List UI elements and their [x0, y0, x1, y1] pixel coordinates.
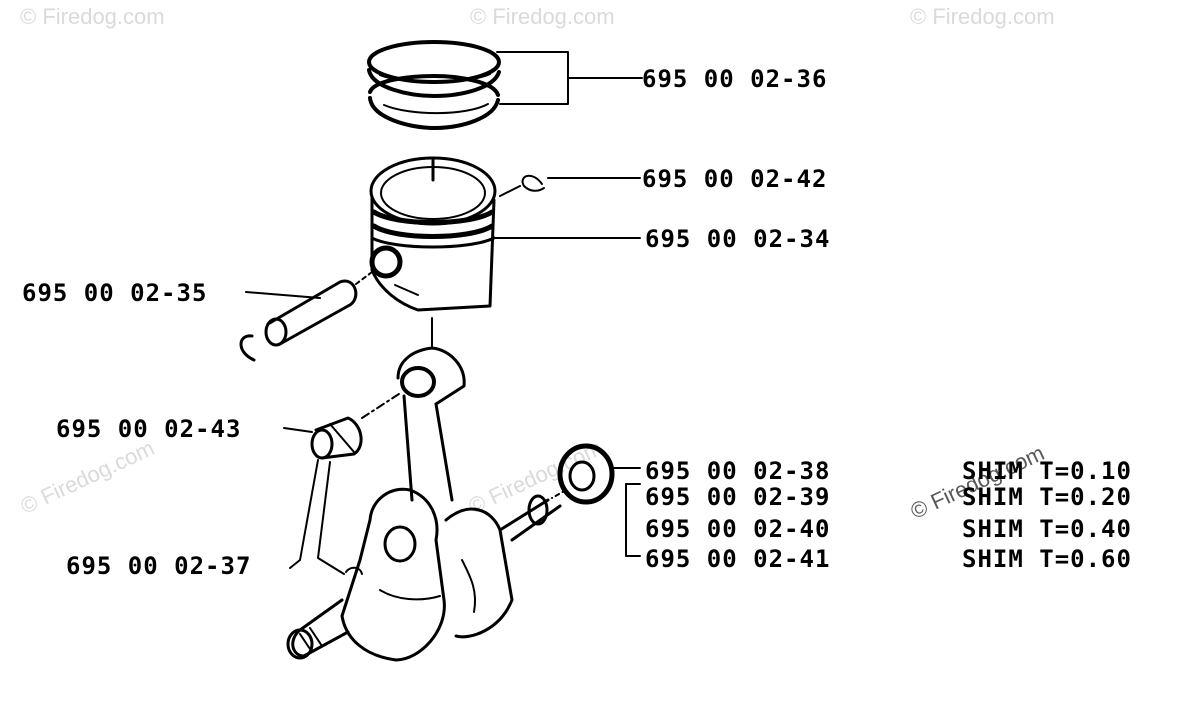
part-number-label: 695 00 02-34	[645, 225, 831, 253]
connecting-rod	[396, 317, 466, 502]
watermark: © Firedog.com	[20, 4, 165, 29]
circlip-lower	[239, 334, 256, 362]
part-number-label: 695 00 02-43	[56, 415, 242, 443]
shim-thickness-label: SHIM T=0.10	[962, 457, 1132, 485]
watermark: © Firedog.com	[470, 4, 615, 29]
part-number-label: 695 00 02-42	[642, 165, 828, 193]
part-number-label: 695 00 02-37	[66, 552, 252, 580]
part-number-label: 695 00 02-39	[645, 483, 831, 511]
watermark: © Firedog.com	[910, 4, 1055, 29]
piston-ring-lower	[368, 74, 500, 130]
part-number-label: 695 00 02-41	[645, 545, 831, 573]
crankshaft	[286, 487, 562, 662]
circlip-upper	[521, 174, 545, 192]
piston	[369, 156, 497, 312]
piston-ring-upper	[367, 40, 501, 98]
shim-thickness-label: SHIM T=0.20	[962, 483, 1132, 511]
part-number-label: 695 00 02-35	[22, 279, 208, 307]
shim-thickness-label: SHIM T=0.60	[962, 545, 1132, 573]
shim-thickness-label: SHIM T=0.40	[962, 515, 1132, 543]
shim-washer	[557, 443, 615, 505]
part-number-label: 695 00 02-40	[645, 515, 831, 543]
part-number-label: 695 00 02-36	[642, 65, 828, 93]
needle-bearing	[310, 416, 363, 460]
wrist-pin	[264, 271, 373, 347]
part-number-label: 695 00 02-38	[645, 457, 831, 485]
